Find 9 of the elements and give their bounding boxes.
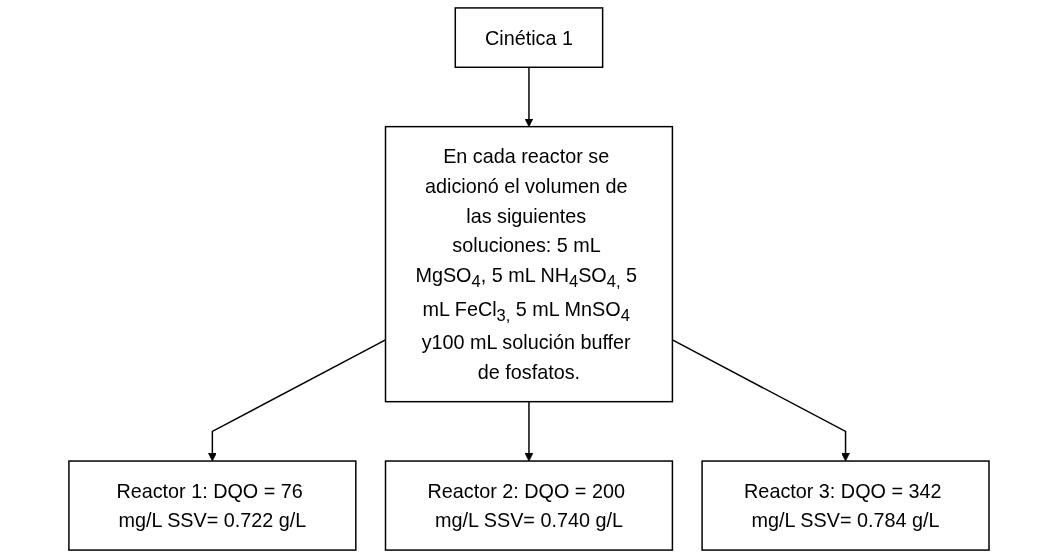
node-box: Reactor 3: DQO = 342 mg/L SSV= 0.784 g/L — [700, 460, 990, 551]
arrow — [524, 66, 533, 128]
node-box: En cada reactor se adicionó el volumen de las siguientes soluciones: 5 mL MgSO$_{4}$, 5 mL NH$_{4}$SO$_{4,}$ 5 mL FeCl$_{3,}$ 5 mL MnSO$_{4}$ y100 mL solución buffer de fosfatos. — [384, 125, 673, 403]
arrow — [671, 339, 850, 462]
node-box: Reactor 1: DQO = 76 mg/L SSV= 0.722 g/L — [67, 460, 357, 551]
node-box: Reactor 2: DQO = 200 mg/L SSV= 0.740 g/L — [384, 460, 673, 551]
arrow — [207, 339, 386, 462]
arrow — [524, 400, 533, 462]
node-box: Cinética 1 — [454, 7, 603, 68]
